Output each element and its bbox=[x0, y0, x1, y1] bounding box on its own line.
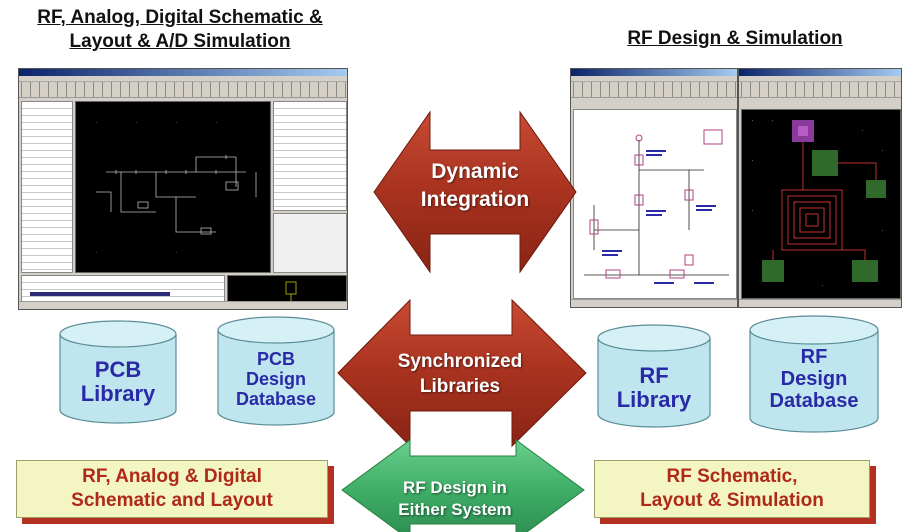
rf-library-line2: Library bbox=[616, 387, 692, 413]
rf-layout-statusbar bbox=[739, 299, 901, 307]
pcb-library-cylinder bbox=[59, 320, 177, 424]
right-heading-text: RF Design & Simulation bbox=[627, 28, 843, 49]
left-properties-footer bbox=[273, 213, 347, 273]
rf-design-either-system-arrow bbox=[341, 439, 585, 532]
left-titlebar bbox=[19, 69, 347, 76]
rf-layout-drawing bbox=[752, 120, 886, 286]
left-heading-line1: RF, Analog, Digital Schematic & bbox=[37, 7, 323, 28]
rf-layout-titlebar bbox=[739, 69, 901, 76]
pcb-library-line1: PCB bbox=[94, 357, 142, 382]
rf-design-database-line2: Design bbox=[780, 368, 848, 390]
rf-design-database-label: RF Design Database bbox=[750, 346, 878, 412]
rf-layout-canvas bbox=[741, 109, 901, 299]
left-schematic-drawing bbox=[96, 122, 257, 253]
rf-design-database-line1: RF bbox=[800, 346, 828, 368]
rf-layout-screenshot bbox=[738, 68, 902, 308]
rf-layout-toolbar bbox=[739, 82, 901, 98]
pcb-design-database-line2: Design bbox=[245, 368, 306, 389]
left-heading: RF, Analog, Digital Schematic & Layout &… bbox=[10, 6, 350, 54]
rf-layout-menubar bbox=[739, 76, 901, 82]
pcb-library-line2: Library bbox=[80, 381, 156, 407]
synchronized-libraries-line2: Libraries bbox=[419, 376, 501, 397]
rf-schematic-statusbar bbox=[571, 299, 737, 307]
right-summary-line2: Layout & Simulation bbox=[640, 490, 824, 511]
left-menubar bbox=[19, 76, 347, 82]
pcb-library-label: PCB Library bbox=[60, 357, 176, 407]
pcb-design-database-cylinder bbox=[217, 316, 335, 426]
left-properties-panel bbox=[273, 101, 347, 211]
left-schematic-canvas bbox=[75, 101, 271, 273]
left-toolbar bbox=[19, 82, 347, 98]
dynamic-integration-arrow bbox=[373, 110, 577, 274]
left-statusbar bbox=[19, 301, 347, 309]
rf-library-cylinder bbox=[597, 324, 711, 428]
rf-design-database-line3: Database bbox=[769, 390, 859, 412]
left-project-tree bbox=[21, 101, 73, 273]
right-summary-line1: RF Schematic, bbox=[666, 466, 798, 487]
pcb-design-database-line3: Database bbox=[235, 388, 317, 409]
left-tool-screenshot bbox=[18, 68, 348, 310]
left-selected-row bbox=[30, 292, 170, 296]
rf-design-database-cylinder bbox=[749, 315, 879, 433]
rf-schematic-screenshot bbox=[570, 68, 738, 308]
left-summary-line1: RF, Analog & Digital bbox=[82, 466, 262, 487]
rf-schematic-menubar bbox=[571, 76, 737, 82]
rf-schematic-canvas bbox=[573, 109, 737, 299]
left-summary-box: RF, Analog & Digital Schematic and Layou… bbox=[16, 460, 328, 518]
rf-design-either-system-line1: RF Design in bbox=[403, 478, 507, 497]
rf-schematic-titlebar bbox=[571, 69, 737, 76]
rf-design-either-system-line2: Either System bbox=[398, 500, 512, 519]
right-heading: RF Design & Simulation bbox=[590, 27, 880, 51]
rf-design-either-system-label: RF Design in Either System bbox=[380, 477, 530, 521]
left-heading-line2: Layout & A/D Simulation bbox=[69, 31, 291, 52]
synchronized-libraries-line1: Synchronized bbox=[397, 351, 523, 372]
dynamic-integration-line1: Dynamic bbox=[431, 160, 519, 183]
synchronized-libraries-arrow bbox=[337, 298, 587, 448]
rf-library-label: RF Library bbox=[598, 363, 710, 413]
dynamic-integration-line2: Integration bbox=[420, 188, 530, 211]
pcb-design-database-line1: PCB bbox=[256, 349, 295, 369]
left-summary-line2: Schematic and Layout bbox=[71, 490, 273, 511]
pcb-design-database-label: PCB Design Database bbox=[218, 349, 334, 409]
dynamic-integration-label: Dynamic Integration bbox=[400, 158, 550, 214]
left-preview-drawing bbox=[285, 281, 297, 302]
rf-library-line1: RF bbox=[639, 363, 669, 388]
rf-schematic-toolbar bbox=[571, 82, 737, 98]
synchronized-libraries-label: Synchronized Libraries bbox=[385, 349, 535, 399]
left-preview-panel bbox=[227, 275, 347, 305]
right-summary-box: RF Schematic, Layout & Simulation bbox=[594, 460, 870, 518]
rf-schematic-drawing bbox=[584, 129, 729, 284]
